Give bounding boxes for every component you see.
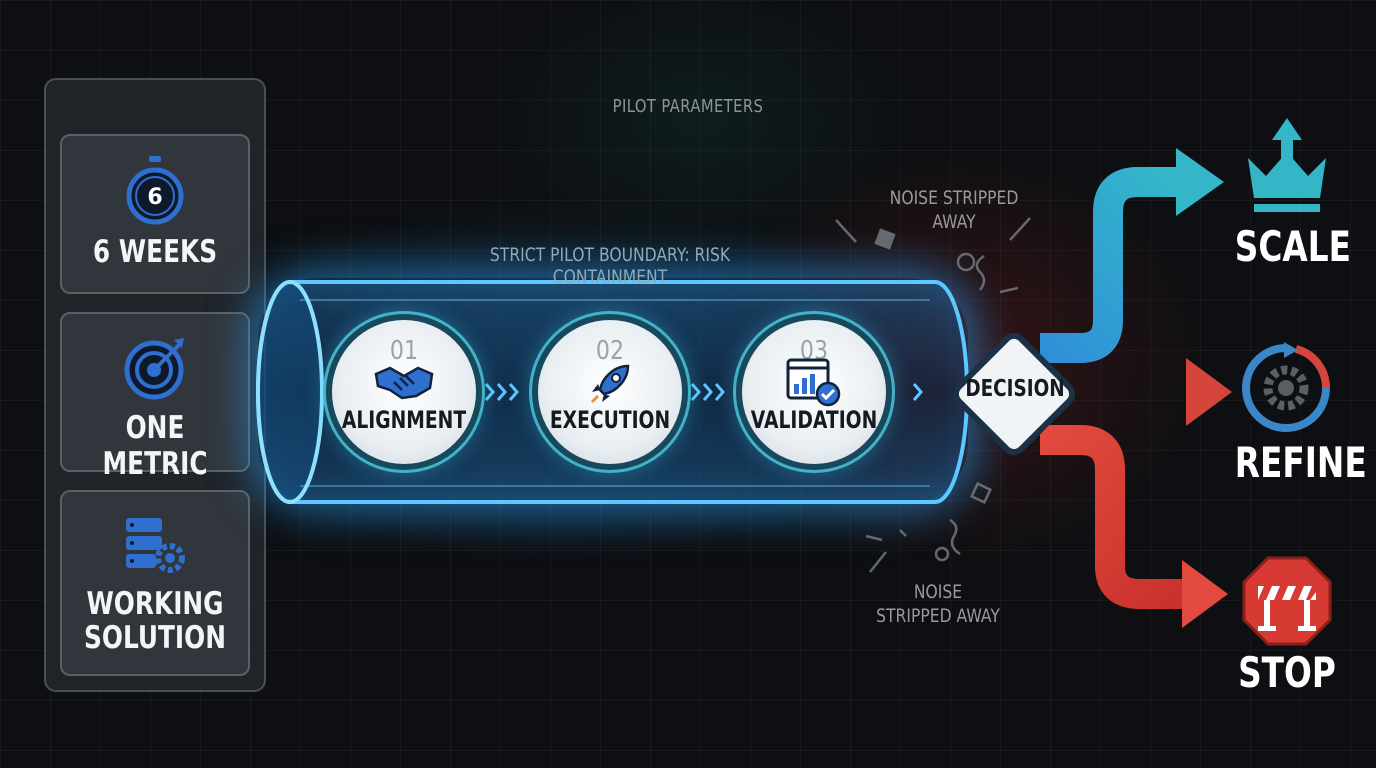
stage-label: VALIDATION <box>750 406 878 434</box>
cycle-gear-icon <box>1242 342 1331 432</box>
param-label-weeks: 6 WEEKS <box>92 234 218 270</box>
decision-label: DECISION <box>965 376 1065 402</box>
noise-label-top-line2: AWAY <box>932 211 976 233</box>
stage-number: 02 <box>595 336 625 366</box>
chart-check-icon <box>786 358 841 407</box>
decision-diamond <box>952 332 1076 456</box>
stage-execution: 02 EXECUTION <box>538 320 682 464</box>
outcome-label-refine: REFINE <box>1234 438 1367 487</box>
boundary-label: STRICT PILOT BOUNDARY: RISK CONTAINMENT <box>489 244 731 288</box>
outcome-label-scale: SCALE <box>1234 222 1351 271</box>
outcome-label-stop: STOP <box>1238 648 1336 697</box>
crown-arrow-icon <box>1248 118 1326 212</box>
noise-label-bottom-line1: NOISE <box>913 581 963 603</box>
param-label-solution-line2: SOLUTION <box>84 620 226 656</box>
stage-alignment: 01 ALIGNMENT <box>332 320 476 464</box>
stage-validation: 03 VALIDATION <box>742 320 886 464</box>
target-icon <box>124 338 184 400</box>
rocket-icon <box>590 364 630 404</box>
handshake-icon <box>374 366 434 400</box>
stage-label: EXECUTION <box>549 406 671 434</box>
stage-number: 01 <box>389 336 419 366</box>
stop-barrier-icon <box>1242 556 1332 646</box>
param-label-metric: ONE METRIC <box>102 410 208 482</box>
server-gear-icon <box>126 518 185 573</box>
noise-label-top-line1: NOISE STRIPPED <box>889 187 1019 209</box>
param-label-solution-line1: WORKING <box>86 586 224 622</box>
noise-label-bottom-line2: STRIPPED AWAY <box>876 605 1000 627</box>
stopwatch-badge: 6 <box>147 185 162 210</box>
pilot-parameters-title: PILOT PARAMETERS <box>612 96 764 117</box>
stopwatch-icon: 6 <box>126 156 184 225</box>
stage-label: ALIGNMENT <box>341 406 467 434</box>
